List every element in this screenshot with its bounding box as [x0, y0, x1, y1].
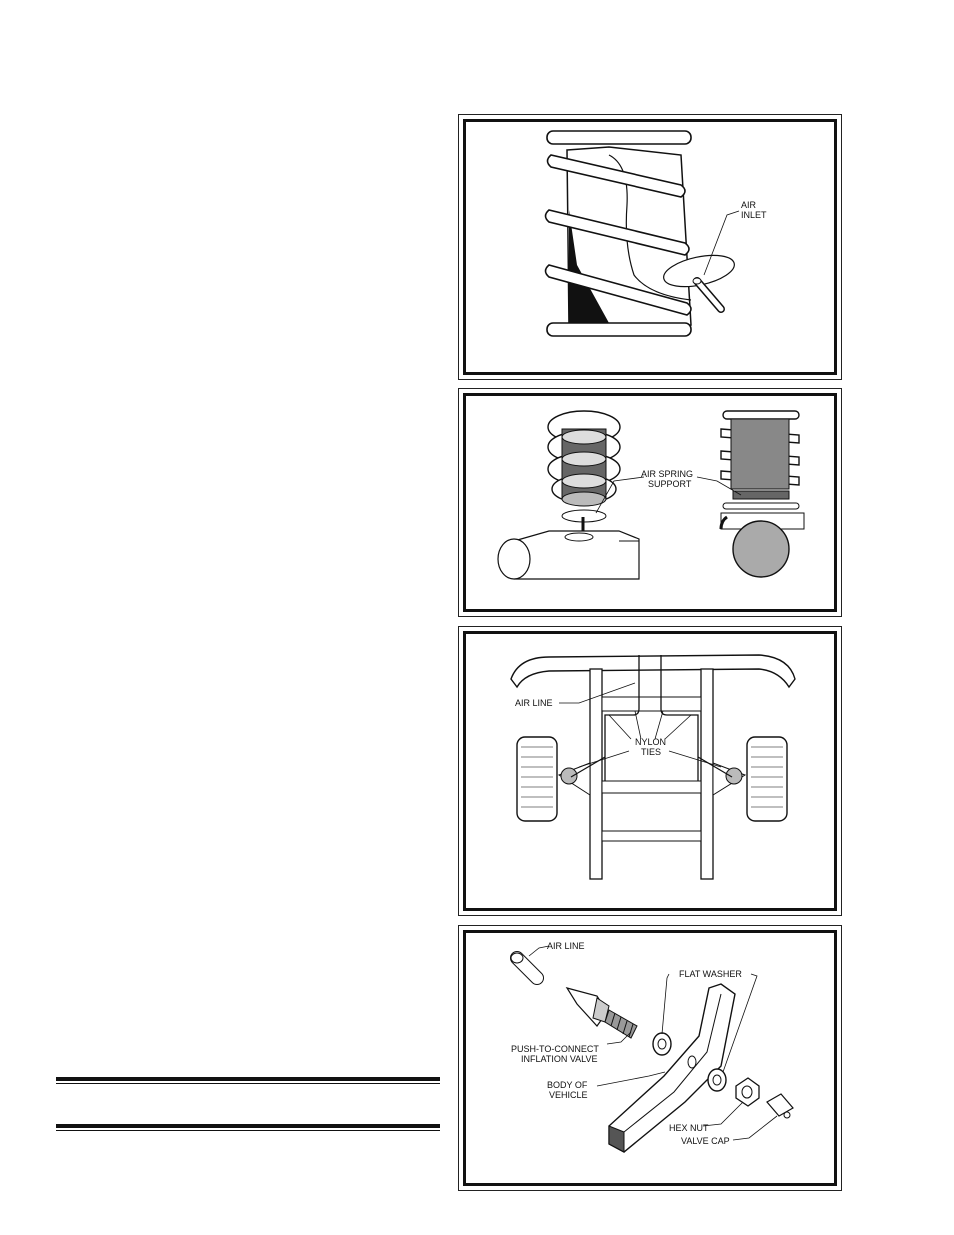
label-air-spring-1: AIR SPRING [641, 469, 693, 479]
air-spring-support-illustration: AIR SPRING SUPPORT [497, 410, 805, 580]
label-air-line: AIR LINE [515, 698, 553, 708]
label-flat-washer: FLAT WASHER [679, 969, 742, 979]
figure-air-line-routing: AIR LINE NYLON TIES [458, 626, 842, 916]
label-hex-nut: HEX NUT [669, 1123, 709, 1133]
label-body-of: BODY OF [547, 1080, 588, 1090]
divider-rule-top [56, 1077, 440, 1084]
label-push-to-connect: PUSH-TO-CONNECT [511, 1044, 599, 1054]
figure-air-spring-support: AIR SPRING SUPPORT [458, 388, 842, 617]
figure-air-inlet: AIR INLET [458, 114, 842, 380]
chassis-air-line-illustration: AIR LINE NYLON TIES [510, 654, 796, 880]
figure-inflation-valve: AIR LINE FLAT WASHER PUSH-TO-CONNECT INF… [458, 925, 842, 1191]
label-air-line: AIR LINE [547, 941, 585, 951]
divider-rule-bottom [56, 1124, 440, 1131]
air-spring-coil-illustration: AIR INLET [544, 130, 767, 337]
label-air-inlet-2: INLET [741, 210, 767, 220]
inflation-valve-exploded-illustration: AIR LINE FLAT WASHER PUSH-TO-CONNECT INF… [510, 941, 794, 1153]
label-valve-cap: VALVE CAP [681, 1136, 730, 1146]
label-vehicle: VEHICLE [549, 1090, 588, 1100]
label-air-spring-2: SUPPORT [648, 479, 692, 489]
label-nylon-ties-2: TIES [641, 747, 661, 757]
label-inflation-valve: INFLATION VALVE [521, 1054, 598, 1064]
label-air-inlet-1: AIR [741, 200, 757, 210]
label-nylon-ties-1: NYLON [635, 737, 666, 747]
